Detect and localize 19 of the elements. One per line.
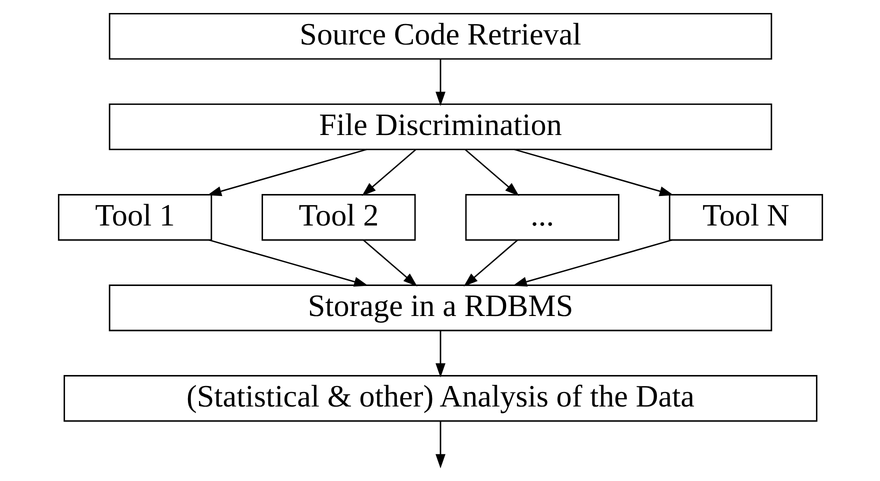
node-box: Storage in a RDBMS — [108, 284, 772, 332]
arrow — [512, 239, 672, 287]
node-box: Tool 2 — [261, 194, 416, 241]
arrow — [435, 421, 445, 468]
node-box: Source Code Retrieval — [108, 13, 772, 60]
node-box: ... — [464, 194, 619, 241]
arrow — [435, 58, 445, 106]
arrow — [361, 148, 416, 196]
node-box: (Statistical & other) Analysis of the Data — [63, 375, 817, 422]
node-box: Tool 1 — [57, 194, 212, 241]
arrow — [208, 239, 368, 287]
arrow — [463, 239, 518, 287]
arrow — [464, 148, 519, 196]
node-box: Tool N — [668, 194, 823, 241]
arrow — [362, 239, 417, 287]
arrow — [514, 148, 674, 196]
arrow — [206, 148, 366, 196]
arrow — [435, 330, 445, 378]
node-box: File Discrimination — [108, 104, 772, 150]
